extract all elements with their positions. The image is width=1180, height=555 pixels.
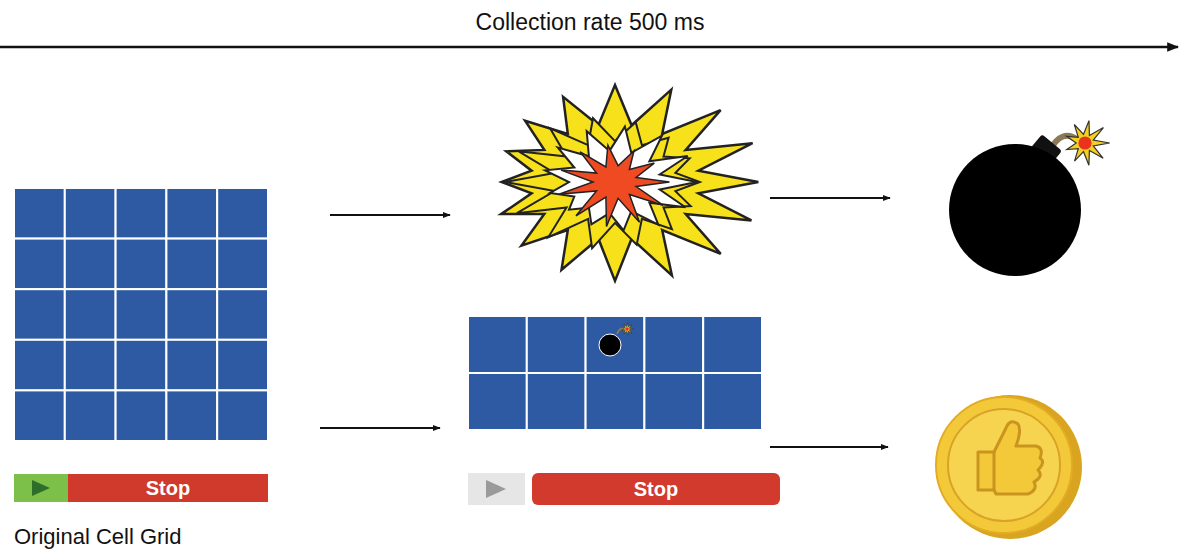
spark-burst xyxy=(622,323,634,335)
spark-burst xyxy=(1067,121,1110,166)
grid-cell xyxy=(116,188,167,239)
grid-cell xyxy=(65,289,116,340)
grid-cell xyxy=(166,239,217,290)
thumbs-up xyxy=(978,422,1043,494)
timeline-arrow xyxy=(0,46,1178,49)
grid-cell xyxy=(116,340,167,391)
grid-cell xyxy=(166,340,217,391)
grid-cell xyxy=(217,390,268,441)
bomb-icon xyxy=(949,121,1110,276)
grid-cell xyxy=(166,390,217,441)
cell-grid-small xyxy=(468,316,762,430)
play-button xyxy=(14,474,68,502)
grid-cell xyxy=(166,289,217,340)
play-triangle xyxy=(32,480,50,496)
bomb-body xyxy=(949,144,1081,276)
grid-cell xyxy=(65,340,116,391)
grid-cell xyxy=(65,390,116,441)
timeline-label: Collection rate 500 ms xyxy=(476,9,705,36)
grid-cell xyxy=(14,239,65,290)
coin-icon xyxy=(936,395,1082,539)
grid-cell xyxy=(586,373,645,430)
grid-cell xyxy=(14,340,65,391)
grid-cell xyxy=(468,373,527,430)
grid-cell xyxy=(116,239,167,290)
spark-core xyxy=(625,327,629,331)
grid-cell xyxy=(586,316,645,373)
thumbs-up-cuff xyxy=(993,452,996,490)
grid-cell xyxy=(166,188,217,239)
play-triangle xyxy=(486,480,506,498)
burst-layer xyxy=(501,85,758,281)
grid-cell xyxy=(116,390,167,441)
grid-cell xyxy=(65,188,116,239)
explosion-icon xyxy=(501,85,758,281)
flow-arrow xyxy=(770,446,888,448)
grid-cell xyxy=(217,239,268,290)
stop-button: Stop xyxy=(532,473,780,505)
grid-cell xyxy=(703,373,762,430)
grid-cell xyxy=(217,289,268,340)
bomb-spark xyxy=(622,323,634,335)
flow-arrow xyxy=(320,427,440,429)
grid-cell xyxy=(217,340,268,391)
grid-cell xyxy=(217,188,268,239)
bomb-spark xyxy=(1067,121,1110,166)
grid-cell xyxy=(527,373,586,430)
burst-layer xyxy=(545,127,697,231)
burst-layer xyxy=(506,118,700,248)
grid-cell xyxy=(468,316,527,373)
grid-cell xyxy=(65,239,116,290)
grid-cell xyxy=(14,390,65,441)
burst-layer xyxy=(559,145,669,226)
flow-arrow xyxy=(330,214,450,216)
play-button-disabled xyxy=(468,473,525,505)
small-bomb-icon xyxy=(599,323,634,356)
spark-core xyxy=(1078,136,1091,149)
button-label: Stop xyxy=(634,478,678,501)
grid-cell xyxy=(527,316,586,373)
coin-inner xyxy=(948,409,1060,521)
cell-grid xyxy=(14,188,268,441)
grid-cell xyxy=(116,289,167,340)
button-label: Stop xyxy=(146,477,190,500)
coin-face xyxy=(936,397,1072,533)
flow-arrow xyxy=(770,197,890,199)
grid-cell xyxy=(644,316,703,373)
grid-cell xyxy=(644,373,703,430)
grid-caption: Original Cell Grid xyxy=(14,524,182,550)
grid-cell xyxy=(14,289,65,340)
bomb-body xyxy=(599,334,621,356)
grid-cell xyxy=(14,188,65,239)
stop-button: Stop xyxy=(68,474,268,502)
grid-cell xyxy=(703,316,762,373)
